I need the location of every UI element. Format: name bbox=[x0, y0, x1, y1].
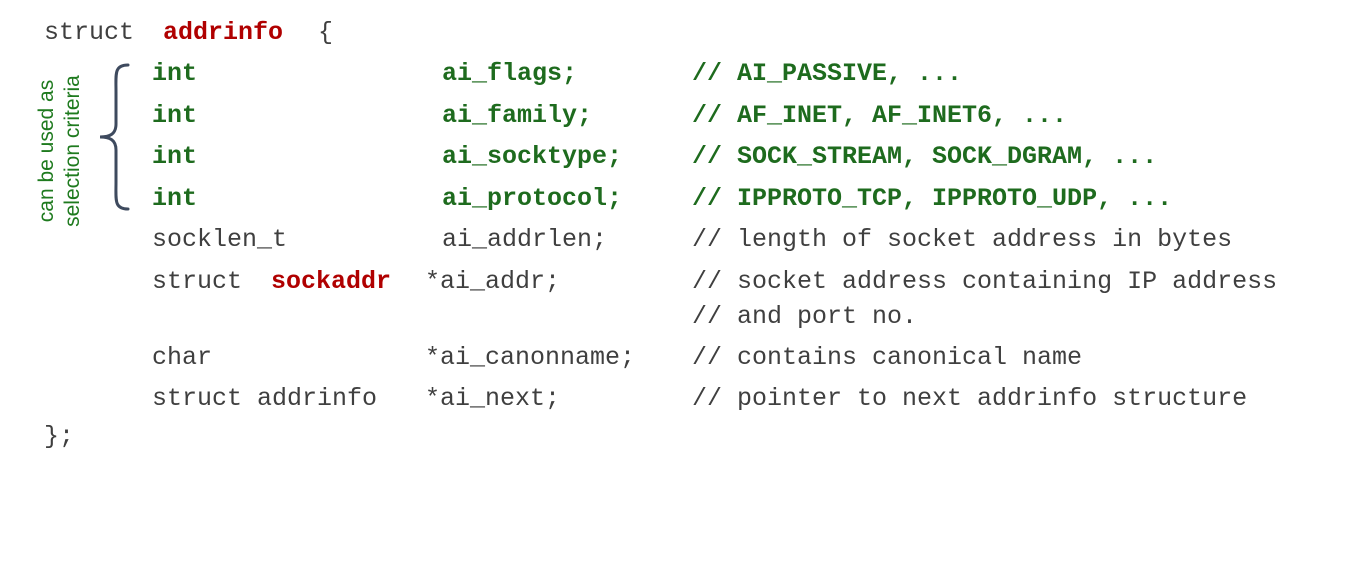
field-comment-continuation: // and port no. bbox=[0, 298, 917, 336]
field-name: ai_protocol; bbox=[442, 184, 623, 213]
field-line-ai-flags: int ai_flags; // AI_PASSIVE, ... bbox=[0, 55, 962, 93]
field-line-ai-protocol: int ai_protocol; // IPPROTO_TCP, IPPROTO… bbox=[0, 180, 1172, 218]
opening-brace: { bbox=[318, 18, 334, 47]
field-line-ai-socktype: int ai_socktype; // SOCK_STREAM, SOCK_DG… bbox=[0, 138, 1157, 176]
field-name: ai_flags; bbox=[442, 59, 578, 88]
field-type-sockaddr: sockaddr bbox=[271, 267, 392, 296]
field-type: char bbox=[152, 343, 213, 372]
field-type: int bbox=[152, 59, 198, 88]
closing-brace: }; bbox=[44, 422, 75, 451]
field-type: struct addrinfo bbox=[152, 384, 378, 413]
field-line-ai-addrlen: socklen_t ai_addrlen; // length of socke… bbox=[0, 221, 1232, 259]
field-line-ai-family: int ai_family; // AF_INET, AF_INET6, ... bbox=[0, 97, 1067, 135]
field-type: int bbox=[152, 184, 198, 213]
field-name: *ai_addr; bbox=[425, 267, 561, 296]
field-comment: // SOCK_STREAM, SOCK_DGRAM, ... bbox=[692, 142, 1158, 171]
struct-header-line: struct addrinfo { bbox=[0, 14, 333, 52]
field-comment: // IPPROTO_TCP, IPPROTO_UDP, ... bbox=[692, 184, 1173, 213]
field-comment: // and port no. bbox=[692, 302, 918, 331]
field-comment: // contains canonical name bbox=[692, 343, 1083, 372]
struct-keyword: struct bbox=[44, 18, 135, 47]
field-name: *ai_next; bbox=[425, 384, 561, 413]
field-line-ai-canonname: char *ai_canonname; // contains canonica… bbox=[0, 339, 1082, 377]
field-type-prefix: struct bbox=[152, 267, 243, 296]
field-type: int bbox=[152, 142, 198, 171]
struct-name: addrinfo bbox=[163, 18, 284, 47]
side-label-line-2: selection criteria bbox=[61, 75, 84, 227]
field-name: ai_addrlen; bbox=[442, 225, 608, 254]
field-comment: // pointer to next addrinfo structure bbox=[692, 384, 1248, 413]
field-type: socklen_t bbox=[152, 225, 288, 254]
field-comment: // socket address containing IP address bbox=[692, 267, 1278, 296]
field-line-ai-next: struct addrinfo *ai_next; // pointer to … bbox=[0, 380, 1247, 418]
field-name: ai_family; bbox=[442, 101, 593, 130]
field-name: ai_socktype; bbox=[442, 142, 623, 171]
field-type: int bbox=[152, 101, 198, 130]
curly-brace-icon bbox=[99, 63, 130, 211]
struct-closing-line: }; bbox=[0, 418, 74, 456]
field-line-ai-addr: struct sockaddr *ai_addr; // socket addr… bbox=[0, 263, 1277, 301]
field-comment: // AF_INET, AF_INET6, ... bbox=[692, 101, 1068, 130]
field-comment: // AI_PASSIVE, ... bbox=[692, 59, 963, 88]
field-name: *ai_canonname; bbox=[425, 343, 636, 372]
field-comment: // length of socket address in bytes bbox=[692, 225, 1233, 254]
